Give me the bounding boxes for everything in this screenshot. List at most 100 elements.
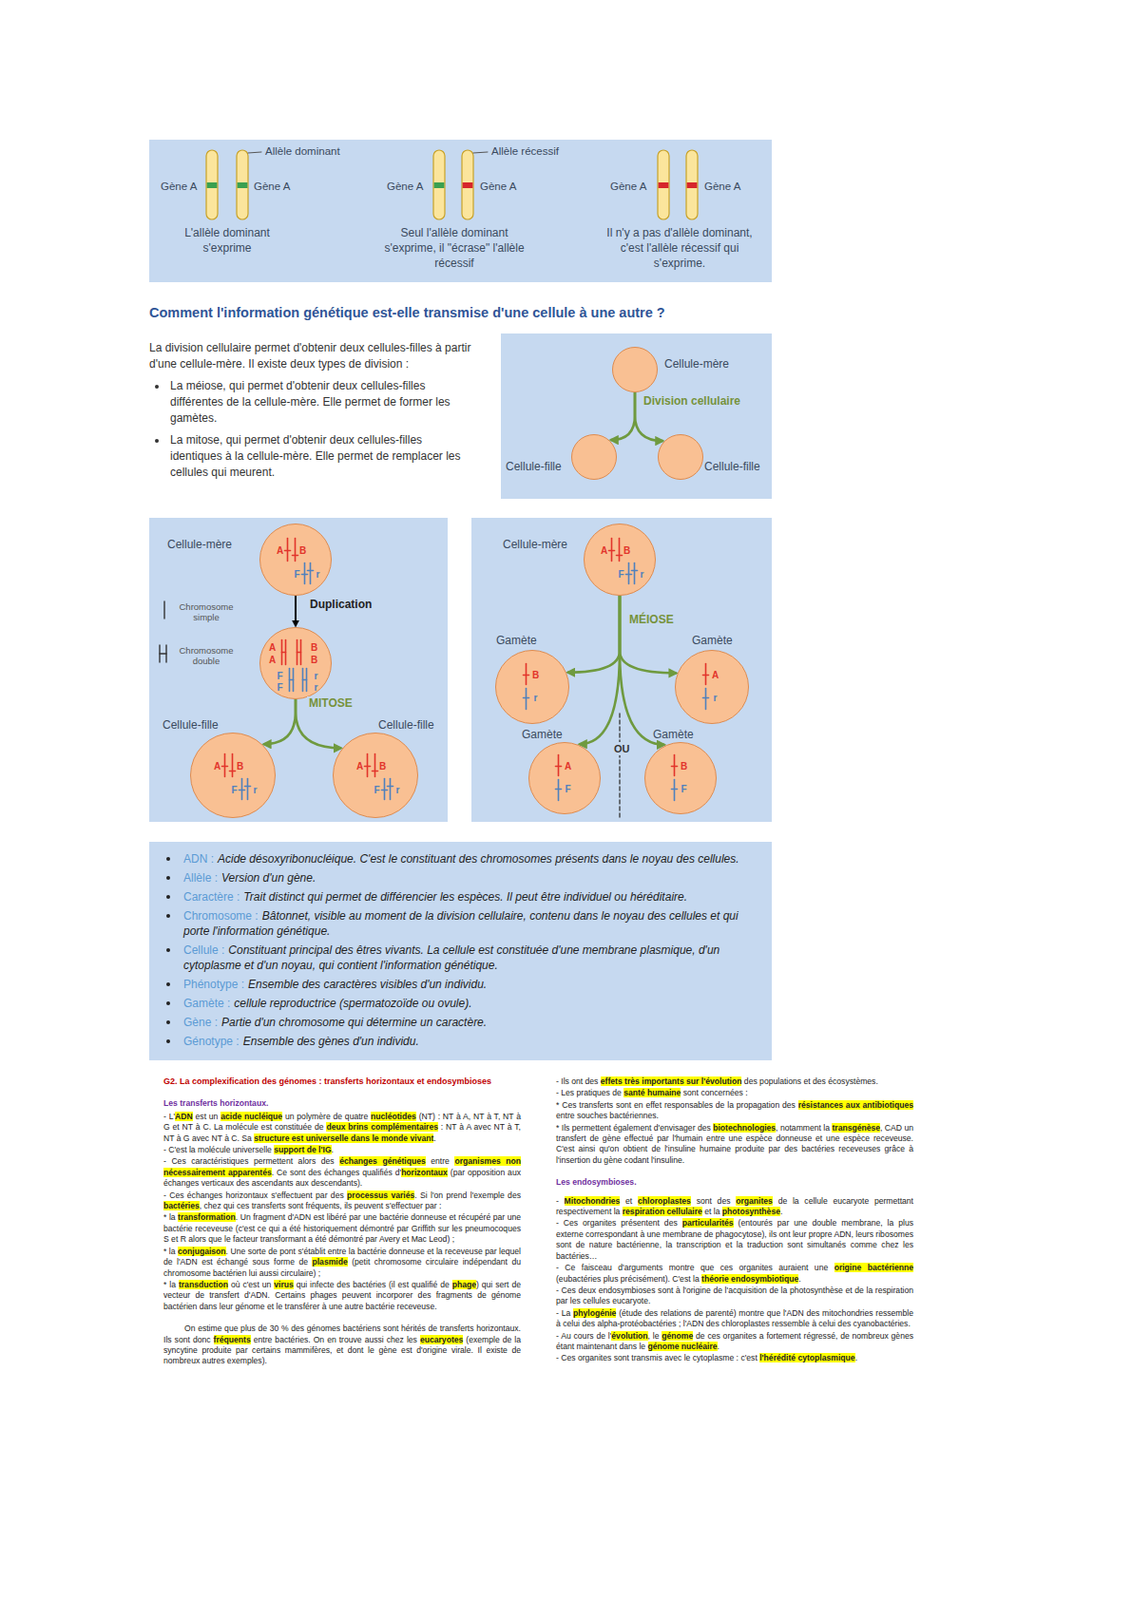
- allele-letter: A: [213, 762, 221, 772]
- paragraph: - L'ADN est un acide nucléique un polymè…: [163, 1112, 521, 1145]
- glossary-row: Génotype :Ensemble des gènes d'un indivi…: [149, 1034, 759, 1050]
- chromosome-stroke: [556, 788, 562, 791]
- allele-letter: A: [564, 762, 572, 772]
- highlighted-term: support de l'IG: [273, 1145, 331, 1155]
- paragraph: - Ces deux endosymbioses sont à l'origin…: [556, 1285, 914, 1308]
- chromosome-stroke: [372, 770, 379, 773]
- body-text: entre: [425, 1156, 456, 1167]
- cell-label: Cellule-mère: [664, 357, 730, 371]
- allele-letter: F: [293, 570, 300, 580]
- allele-letter: r: [314, 683, 319, 693]
- cell-label: Gamète: [691, 633, 733, 648]
- chromosome-stroke: [309, 563, 312, 585]
- glossary-definition: Constituant principal des êtres vivants.…: [183, 943, 720, 973]
- diagram-label: Gène A: [253, 180, 290, 192]
- chromosome-stroke: [292, 555, 299, 557]
- allele-band: [207, 182, 218, 189]
- allele-letter: A: [711, 671, 719, 681]
- chromosome-stroke: [523, 697, 530, 700]
- chromosome-stroke: [224, 754, 227, 778]
- chromosome-bar: [236, 150, 249, 220]
- glossary-row: Allèle :Version d'un gène.: [149, 870, 759, 886]
- paragraph: * Ils permettent également d'envisager d…: [556, 1123, 914, 1168]
- bullet-dot: [154, 384, 159, 389]
- bullet-dot: [166, 1039, 171, 1044]
- allele-letter: r: [314, 671, 319, 682]
- chromosome-bar: [686, 150, 698, 220]
- allele-panel: L'allèle dominant s'exprimeSeul l'allèle…: [149, 139, 772, 283]
- glossary-term: Cellule :: [183, 943, 225, 958]
- panel-text: MÉIOSE: [629, 613, 674, 627]
- glossary-row: Gamète :cellule reproductrice (spermatoz…: [149, 996, 759, 1012]
- diagram-label: Allèle récessif: [491, 145, 559, 157]
- body-text: - Ces caractéristiques permettent alors …: [163, 1156, 340, 1167]
- bullet-text: La mitose, qui permet d'obtenir deux cel…: [170, 432, 478, 481]
- illustration: [584, 524, 657, 597]
- allele-letter: B: [532, 671, 539, 681]
- panel-text: Chromosome simple: [175, 601, 237, 623]
- intro-text: La division cellulaire permet d'obtenir …: [149, 340, 478, 373]
- allele-letter: B: [299, 546, 307, 557]
- cell-circle: GamèteBF: [644, 742, 717, 815]
- allele-letter: r: [640, 570, 645, 580]
- connector: [294, 595, 297, 627]
- body-text: Les transferts horizontaux.: [163, 1098, 269, 1109]
- body-text: qui infecte des bactéries (il est qualif…: [293, 1280, 453, 1290]
- body-text: -: [556, 1196, 565, 1207]
- chromosome-stroke: [303, 679, 307, 682]
- cell-circle: Cellule-fille: [571, 434, 617, 480]
- text-box: La division cellulaire permet d'obtenir …: [149, 334, 487, 489]
- body-text: - C'est la molécule universelle: [163, 1145, 274, 1155]
- body-text: des populations et des écosystèmes.: [741, 1076, 878, 1087]
- illustration: [333, 733, 420, 820]
- meiosis-panel: MÉIOSE Cellule-mèreABFrGamèteBrGamèteArGa…: [471, 518, 772, 823]
- body-text: .: [798, 1274, 801, 1285]
- caption: L'allèle dominant s'exprime: [160, 225, 294, 256]
- cell-circle: GamèteAr: [674, 650, 749, 725]
- chromosome-stroke: [671, 766, 678, 768]
- section-heading: Comment l'information génétique est-elle…: [149, 305, 666, 321]
- chromosome-stroke: [245, 786, 251, 788]
- chromosome-stroke: [248, 152, 262, 154]
- paragraph: - La phylogénie (étude des relations de …: [556, 1308, 914, 1331]
- highlighted-term: l'hérédité cytoplasmique: [759, 1353, 855, 1363]
- highlighted-term: phage: [452, 1280, 477, 1290]
- allele-band: [462, 182, 474, 189]
- paragraph: - Ils ont des effets très importants sur…: [556, 1076, 914, 1088]
- allele-letter: F: [276, 683, 283, 693]
- diagram-label: Gène A: [386, 180, 423, 192]
- illustration: [260, 524, 333, 597]
- cell-label: Cellule-fille: [162, 718, 219, 732]
- diagram-label: Gène A: [479, 180, 517, 192]
- body-text: - Ce faisceau d'arguments montre que ces…: [556, 1263, 835, 1273]
- chromosome-stroke: [632, 570, 638, 573]
- chromosome-stroke: [705, 664, 708, 686]
- chromosome-stroke: [616, 555, 623, 557]
- body-text: sont concernées :: [680, 1088, 748, 1098]
- body-text: , notamment la: [775, 1123, 832, 1133]
- bullet-dot: [166, 1001, 171, 1006]
- body-text: .: [717, 1342, 720, 1352]
- highlighted-term: évolution: [611, 1331, 648, 1342]
- diagram-label: Gène A: [704, 180, 741, 192]
- highlighted-term: échanges génétiques: [339, 1156, 426, 1167]
- highlighted-term: ADN: [174, 1112, 193, 1122]
- glossary-box: ADN :Acide désoxyribonucléique. C'est le…: [149, 842, 772, 1061]
- chromosome-stroke: [557, 780, 560, 802]
- allele-letter: F: [276, 671, 283, 682]
- paragraph: - Ces organites sont transmis avec le cy…: [556, 1353, 914, 1364]
- paragraph: Les endosymbioses.: [556, 1177, 914, 1189]
- body-text: * Ils permettent également d'envisager d…: [556, 1123, 713, 1133]
- bullet-dot: [166, 914, 171, 919]
- panel-text: Chromosome double: [175, 645, 237, 667]
- illustration: [191, 733, 277, 820]
- chromosome-stroke: [159, 652, 167, 654]
- chromosome-stroke: [366, 754, 369, 778]
- highlighted-term: structure est universelle dans le monde …: [253, 1133, 434, 1144]
- body-text: - Ces deux endosymbioses sont à l'origin…: [556, 1285, 914, 1306]
- cell-circle: Cellule-mèreABFr: [583, 523, 656, 596]
- glossary-definition: Bâtonnet, visible au moment de la divisi…: [183, 909, 739, 939]
- chromosome-stroke: [523, 674, 530, 677]
- chromosome-stroke: [297, 652, 302, 654]
- division-panel: Division cellulaireCellule-mèreCellule-f…: [500, 333, 772, 499]
